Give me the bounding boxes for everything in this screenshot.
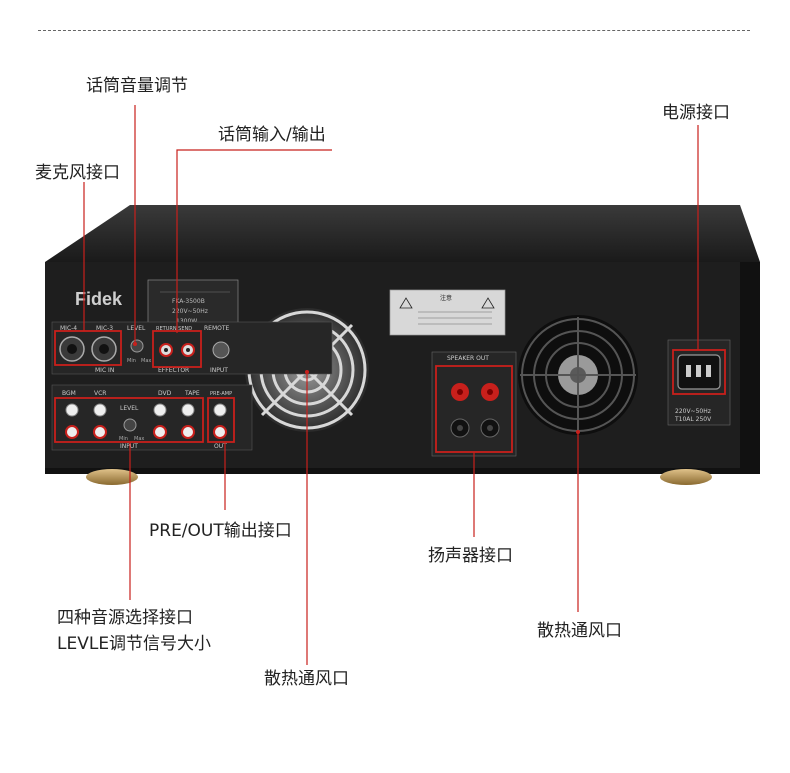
- panel-effector-label: EFFECTOR: [158, 367, 189, 374]
- panel-mic3-label: MIC-3: [96, 325, 113, 332]
- panel-level-label: LEVEL: [127, 325, 146, 332]
- input-panel: [51, 384, 253, 451]
- vent-fan-right: [518, 315, 638, 435]
- spec-model: FKA-3500B: [172, 298, 205, 305]
- warning-plate: [389, 289, 506, 336]
- power-rating-fuse: T10AL 250V: [674, 416, 712, 423]
- label-pre-out: PRE/OUT输出接口: [149, 521, 292, 541]
- top-dashed-divider: [38, 30, 750, 31]
- spec-power: 1300W: [176, 318, 197, 325]
- label-source-line1: 四种音源选择接口: [57, 608, 193, 628]
- callout-box-power: [672, 349, 726, 395]
- source-input-jacks[interactable]: [65, 403, 195, 439]
- pre-out-jacks[interactable]: [213, 403, 227, 439]
- label-mic-volume: 话筒音量调节: [86, 76, 188, 96]
- panel-remote-input-label: INPUT: [210, 367, 228, 374]
- panel-vcr-label: VCR: [94, 390, 106, 397]
- callout-leader-lines: [83, 105, 699, 665]
- panel-bgm-label: BGM: [62, 390, 76, 397]
- input-level-label: LEVEL: [120, 405, 139, 412]
- chassis-top: [45, 205, 760, 262]
- callout-box-pre-out: [207, 397, 235, 443]
- panel-remote-label: REMOTE: [204, 325, 230, 332]
- panel-mic4-label: MIC-4: [60, 325, 77, 332]
- callout-box-sources: [54, 397, 204, 443]
- input-level-knob[interactable]: [123, 418, 137, 432]
- remote-port[interactable]: [212, 341, 230, 359]
- chassis-right-side: [740, 262, 760, 472]
- label-source-line2: LEVLE调节信号大小: [57, 634, 212, 654]
- callout-endpoints: [133, 342, 580, 434]
- mic-level-max: Max: [141, 358, 151, 364]
- label-vent-bottom: 散热通风口: [264, 669, 349, 689]
- panel-preamp-label: PRE-AMP: [210, 391, 232, 397]
- panel-mic-in-label: MIC IN: [95, 367, 114, 374]
- panel-tape-label: TAPE: [184, 390, 200, 397]
- foot-right: [660, 469, 712, 485]
- power-rating-voltage: 220V~50Hz: [675, 408, 711, 415]
- label-mic-io: 话筒输入/输出: [218, 125, 326, 145]
- speaker-terminals[interactable]: [450, 383, 500, 438]
- label-vent-right: 散热通风口: [537, 621, 622, 641]
- mic-level-knob[interactable]: [130, 339, 144, 353]
- label-speaker: 扬声器接口: [428, 546, 513, 566]
- input-level-max: Max: [134, 436, 144, 442]
- warning-title: 注意: [440, 294, 452, 302]
- panel-out-label: OUT: [214, 443, 227, 450]
- speaker-panel: [431, 351, 517, 457]
- chassis-bottom-rim: [45, 468, 760, 474]
- spec-voltage: 220V~50Hz: [172, 308, 208, 315]
- brand-logo: Fidek: [75, 289, 123, 309]
- panel-return-send-label: RETURN SEND: [156, 326, 192, 332]
- input-level-min: Min: [119, 436, 128, 442]
- panel-input-label: INPUT: [120, 443, 138, 450]
- foot-left: [86, 469, 138, 485]
- panel-speaker-out-label: SPEAKER OUT: [447, 355, 489, 362]
- label-mic-jack: 麦克风接口: [35, 163, 120, 183]
- label-power: 电源接口: [662, 103, 730, 123]
- callout-box-mic-jacks: [54, 330, 122, 366]
- mic-level-min: Min: [127, 358, 136, 364]
- panel-dvd-label: DVD: [158, 390, 172, 397]
